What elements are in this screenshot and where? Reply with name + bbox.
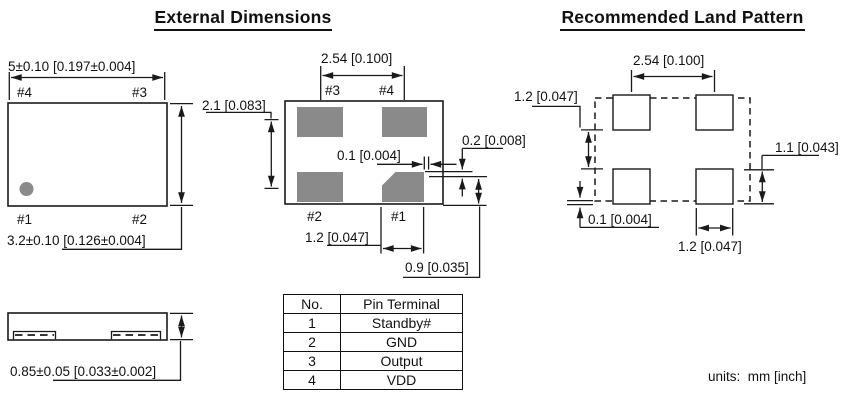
top-view-pin3-label: #3 [132,85,147,100]
bottom-view-pad-width-dim: 1.2 [0.047] [305,230,369,245]
lp-pitch-x-dim: 2.54 [0.100] [633,53,704,68]
pin-table-header-no: No. [283,294,341,314]
top-view: 5±0.10 [0.197±0.004] #4 #3 #1 #2 3.2±0.1… [7,59,193,250]
pin-number: 3 [283,351,341,371]
units-note: units: mm [inch] [708,369,807,384]
pad-1-chamfered [382,172,424,202]
bottom-view-gap-dim: 0.1 [0.004] [337,148,401,163]
bottom-view: 2.54 [0.100] #3 #4 2.1 [0.083] 0.1 [0.00… [202,51,526,279]
bottom-view-pitch-x-dim: 2.54 [0.100] [321,51,392,66]
pin-terminal-table: No. Pin Terminal 1 Standby# 2 GND 3 Outp… [283,294,463,390]
top-view-height-dim: 3.2±0.10 [0.126±0.004] [7,233,146,248]
pin-table-header-row: No. Pin Terminal [283,294,463,314]
land-pattern-title: Recommended Land Pattern [560,7,805,31]
pad-width-dimension-lines [327,207,425,254]
bottom-view-step-dim: 0.2 [0.008] [462,133,526,148]
lp-row-gap-dimension-lines [532,105,603,170]
pin-number: 4 [283,370,341,390]
bottom-view-corner-dim: 0.9 [0.035] [405,260,469,275]
pad-pitch-y-dimension-lines [206,111,279,190]
external-dimensions-title: External Dimensions [153,7,333,31]
lp-pad-width-dim: 1.2 [0.047] [678,239,742,254]
bottom-view-pitch-y-dim: 2.1 [0.083] [202,98,266,113]
land-pattern: 2.54 [0.100] 1.2 [0.047] 0.1 [0.004] 1.1… [514,53,839,254]
pad-4 [382,107,427,137]
bottom-view-pin2-label: #2 [307,209,322,224]
top-view-width-dim: 5±0.10 [0.197±0.004] [8,59,135,74]
land-pad-bottom-right [695,168,734,205]
section-title-external: External Dimensions [133,7,353,31]
pin-terminal: Output [340,351,463,371]
lp-pad-height-dimension-lines [744,154,819,205]
section-title-land-pattern: Recommended Land Pattern [542,7,823,31]
top-view-pin4-label: #4 [17,85,33,100]
pad-3 [297,107,343,137]
lp-pitch-x-dimension-lines [630,70,716,92]
bottom-view-pin1-label: #1 [391,209,406,224]
package-outline-top-view [7,102,168,207]
package-outline-dashed [594,97,751,202]
lp-row-gap-dim: 1.2 [0.047] [514,89,578,104]
pin-terminal: Standby# [340,313,463,333]
lp-overhang-dim: 0.1 [0.004] [588,212,652,227]
top-view-pin1-label: #1 [17,212,32,227]
lp-pad-height-dim: 1.1 [0.043] [775,140,839,155]
pin-terminal: GND [340,332,463,352]
height-dimension-lines [62,102,193,250]
lp-pad-width-dimension-lines [695,208,734,236]
land-pad-bottom-left [612,168,651,205]
table-row: 4 VDD [283,370,463,390]
side-view: 0.85±0.05 [0.033±0.002] [7,312,193,381]
pin-number: 1 [283,313,341,333]
width-dimension-lines [8,72,166,100]
pad-step-dimension-lines [425,147,503,197]
thickness-dimension-lines [53,312,193,381]
table-row: 1 Standby# [283,313,463,333]
pin-number: 2 [283,332,341,352]
pad-pitch-x-dimension-lines [320,66,405,100]
package-outline-side-view [7,312,168,341]
pin-terminal: VDD [340,370,463,390]
pad-gap-dimension-lines [377,156,457,170]
side-terminal-steps [12,330,162,340]
pin-table-header-terminal: Pin Terminal [340,294,463,314]
pad-2 [297,172,343,202]
pad-corner-dimension-lines [403,178,487,279]
land-pad-top-left [612,94,651,131]
land-pad-top-right [695,94,734,131]
top-view-pin2-label: #2 [132,212,147,227]
bottom-view-pin4-label: #4 [379,83,395,98]
table-row: 3 Output [283,351,463,371]
table-row: 2 GND [283,332,463,352]
lp-overhang-dimension-lines [567,181,659,229]
bottom-view-pin3-label: #3 [325,83,340,98]
side-view-thickness-dim: 0.85±0.05 [0.033±0.002] [10,364,156,379]
pin1-index-dot [19,182,34,196]
